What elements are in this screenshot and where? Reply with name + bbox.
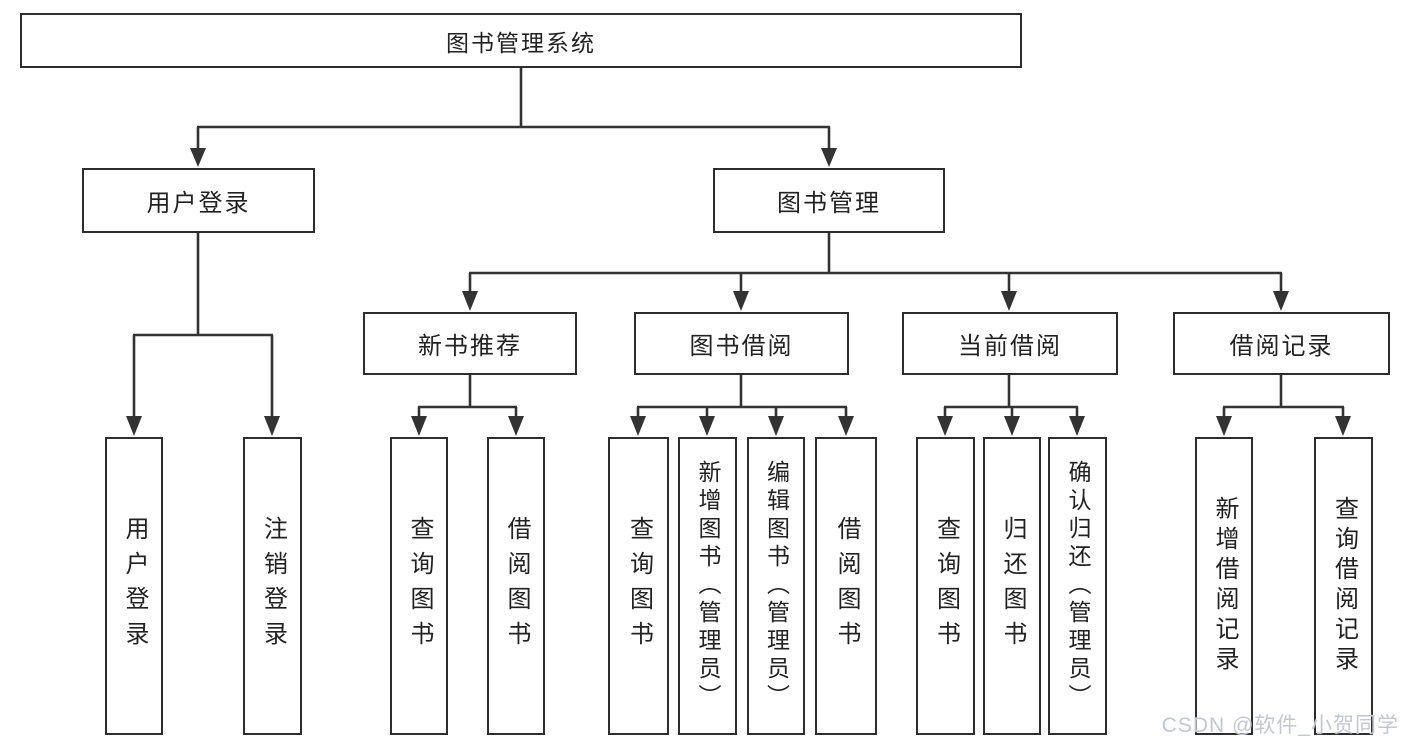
leaf-query-books-3: 查询图书 <box>916 437 975 735</box>
leaf-borrow-books-2: 借阅图书 <box>815 437 877 735</box>
leaf-borrow-books-2-label: 借阅图书 <box>833 516 860 656</box>
leaf-logout-label: 注销登录 <box>259 516 287 656</box>
node-book-borrow-label: 图书借阅 <box>689 333 794 360</box>
connector-current-borrow-to-leaves <box>937 375 1085 436</box>
node-borrow-records-label: 借阅记录 <box>1229 333 1334 360</box>
leaf-add-books-admin-label: 新增图书（管理员） <box>695 460 721 712</box>
node-current-borrow: 当前借阅 <box>902 312 1118 375</box>
leaf-logout: 注销登录 <box>243 437 302 735</box>
leaf-borrow-books-1: 借阅图书 <box>487 437 545 735</box>
node-current-borrow-label: 当前借阅 <box>958 333 1062 360</box>
connector-new-book-to-leaves <box>411 375 524 436</box>
connector-user-login-to-leaves <box>126 233 280 436</box>
node-book-management-label: 图书管理 <box>777 190 881 217</box>
connector-root-to-level2 <box>190 68 837 167</box>
node-book-management: 图书管理 <box>713 168 945 233</box>
leaf-edit-books-admin: 编辑图书（管理员） <box>747 437 805 735</box>
node-root-label: 图书管理系统 <box>446 29 596 56</box>
leaf-return-books: 归还图书 <box>983 437 1041 735</box>
leaf-return-books-label: 归还图书 <box>999 516 1026 656</box>
leaf-query-borrow-record-label: 查询借阅记录 <box>1330 496 1358 676</box>
leaf-add-books-admin: 新增图书（管理员） <box>678 437 737 735</box>
node-user-login: 用户登录 <box>82 168 315 233</box>
leaf-add-borrow-record: 新增借阅记录 <box>1195 437 1253 735</box>
leaf-edit-books-admin-label: 编辑图书（管理员） <box>763 460 790 712</box>
leaf-user-login-label: 用户登录 <box>121 516 148 656</box>
node-book-borrow: 图书借阅 <box>634 312 849 375</box>
leaf-confirm-return-admin-label: 确认归还（管理员） <box>1065 460 1091 712</box>
leaf-borrow-books-1-label: 借阅图书 <box>503 516 530 656</box>
leaf-confirm-return-admin: 确认归还（管理员） <box>1048 437 1107 735</box>
leaf-query-borrow-record: 查询借阅记录 <box>1314 437 1373 735</box>
leaf-query-books-3-label: 查询图书 <box>932 516 960 656</box>
csdn-watermark: CSDN @软件_小贺同学 <box>1161 714 1399 737</box>
node-user-login-label: 用户登录 <box>146 190 251 217</box>
leaf-add-borrow-record-label: 新增借阅记录 <box>1211 496 1238 676</box>
leaf-query-books-2-label: 查询图书 <box>625 516 653 656</box>
leaf-query-books-1: 查询图书 <box>390 437 448 735</box>
node-root-system: 图书管理系统 <box>20 13 1022 68</box>
node-new-book-recommend: 新书推荐 <box>363 312 577 375</box>
leaf-query-books-1-label: 查询图书 <box>406 516 433 656</box>
leaf-query-books-2: 查询图书 <box>608 437 669 735</box>
connector-book-borrow-to-leaves <box>630 375 854 436</box>
node-new-book-recommend-label: 新书推荐 <box>418 333 522 360</box>
connector-book-mgmt-to-level3 <box>462 233 1289 311</box>
connector-records-to-leaves <box>1216 375 1351 436</box>
node-borrow-records: 借阅记录 <box>1173 312 1390 375</box>
leaf-user-login: 用户登录 <box>105 437 163 735</box>
